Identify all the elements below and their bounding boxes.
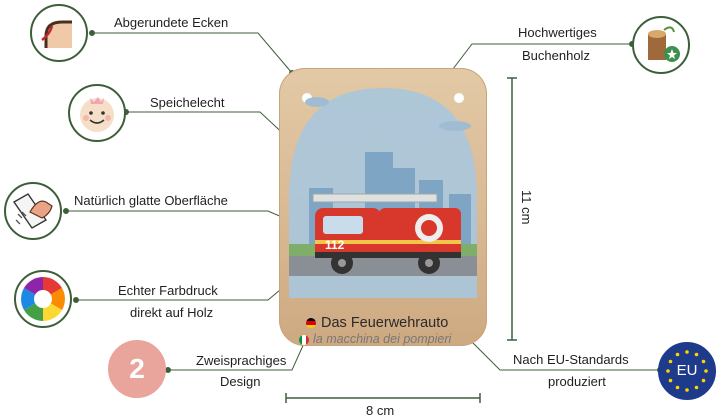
hand-wiping-icon <box>4 182 62 240</box>
feature-label-rounded-corners: Abgerundete Ecken <box>114 15 229 30</box>
feature-label-bilingual-line1: Zweisprachiges <box>196 353 287 368</box>
feature-label-beechwood-line1: Hochwertiges <box>518 25 597 40</box>
eu-badge-text: EU <box>676 362 698 379</box>
feature-label-color-print-line2: direkt auf Holz <box>130 305 214 320</box>
italian-flag-icon <box>299 335 309 345</box>
wooden-card: 112 <box>279 68 487 346</box>
width-dimension-label: 8 cm <box>366 403 395 418</box>
badge-number: 2 <box>129 353 145 384</box>
feature-label-eu-line2: produziert <box>548 374 606 389</box>
wood-stump-icon <box>632 16 690 74</box>
eu-flag-icon: EU <box>658 342 716 400</box>
feature-label-color-print-line1: Echter Farbdruck <box>118 283 218 298</box>
feature-label-saliva-proof: Speichelecht <box>150 95 225 110</box>
baby-face-icon <box>68 84 126 142</box>
card-title-german: Das Feuerwehrauto <box>321 315 449 331</box>
feature-label-bilingual-line2: Design <box>220 374 261 389</box>
truck-number: 112 <box>325 238 345 252</box>
card-title-italian: la macchina dei pompieri <box>313 332 452 346</box>
two-languages-badge: 2 <box>108 340 166 398</box>
height-dimension-label: 11 cm <box>519 190 534 225</box>
rounded-corner-icon <box>30 4 88 62</box>
feature-label-smooth-surface: Natürlich glatte Oberfläche <box>74 193 228 208</box>
fire-truck-illustration <box>289 88 477 298</box>
german-flag-icon <box>306 318 316 328</box>
feature-label-beechwood-line2: Buchenholz <box>522 48 590 63</box>
feature-label-eu-line1: Nach EU-Standards <box>513 352 629 367</box>
color-wheel-icon <box>14 270 72 328</box>
